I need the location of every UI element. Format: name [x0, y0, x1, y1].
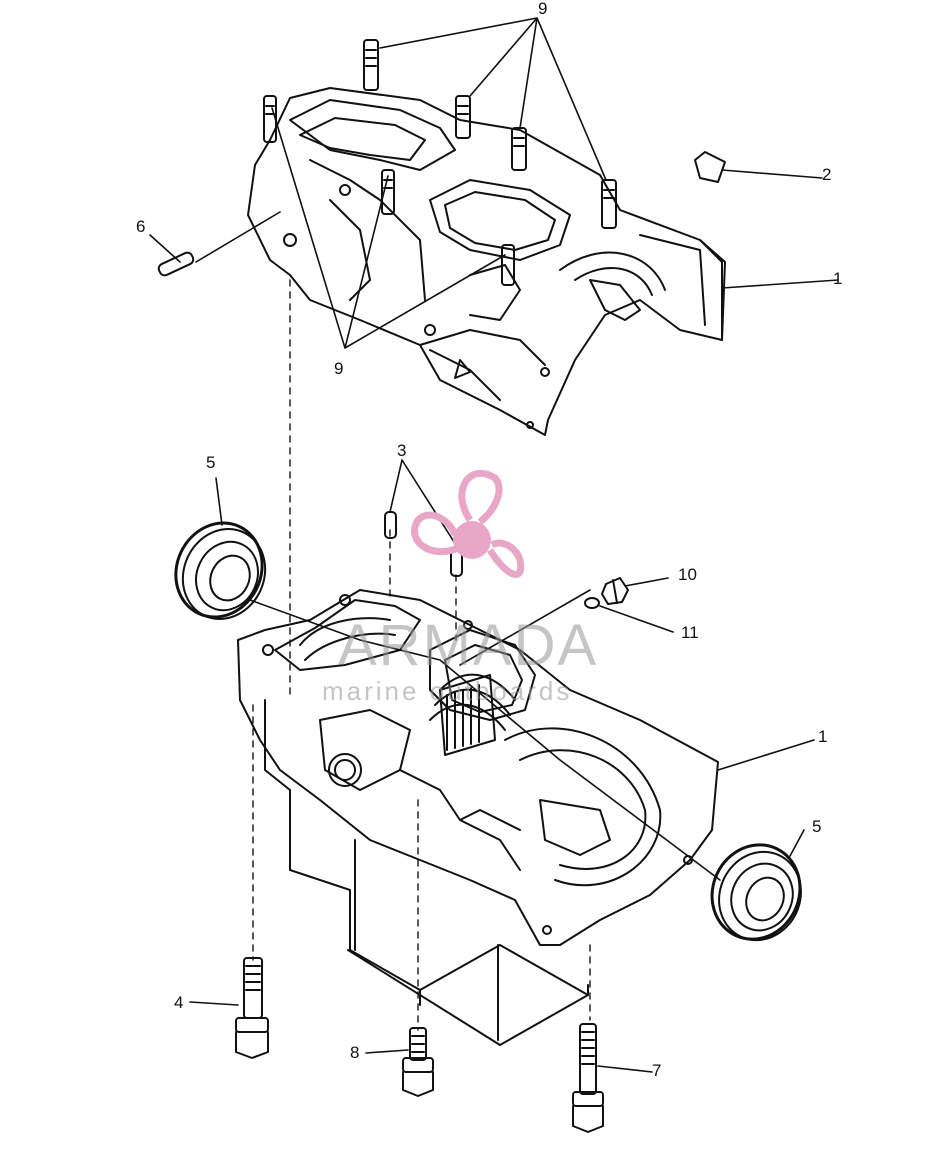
- callout-5-left: 5: [206, 453, 216, 472]
- oil-seal-right: [710, 843, 802, 942]
- lower-leader-lines: [189, 459, 815, 1073]
- cover-plate-2: [694, 151, 726, 183]
- callout-4: 4: [174, 993, 184, 1012]
- watermark-subtitle: marine outboards: [322, 676, 573, 706]
- alignment-lines: [252, 279, 591, 1031]
- callout-9-top: 9: [538, 0, 548, 18]
- callout-5-right: 5: [812, 817, 822, 836]
- studs-9: [263, 39, 617, 286]
- drain-plug-10: [601, 577, 629, 605]
- bolt-8: [402, 1027, 434, 1097]
- washer-11: [584, 597, 600, 609]
- callout-2: 2: [822, 165, 832, 184]
- upper-leader-lines: [149, 17, 839, 349]
- oil-seal-left: [174, 521, 267, 620]
- callout-3: 3: [397, 441, 407, 460]
- callout-1-lower: 1: [818, 727, 828, 746]
- crankshaft-gear: [439, 674, 496, 756]
- armada-logo-icon: [411, 469, 525, 578]
- bolt-4: [235, 957, 269, 1059]
- callout-7: 7: [652, 1061, 662, 1080]
- callout-8: 8: [350, 1043, 360, 1062]
- dowel-pin-3a: [384, 511, 397, 539]
- callout-1-upper: 1: [833, 269, 843, 288]
- callout-10: 10: [678, 565, 697, 584]
- upper-crankcase: [247, 87, 726, 436]
- dowel-pin-6: [157, 251, 195, 277]
- callout-9-bottom: 9: [334, 359, 344, 378]
- callout-11: 11: [681, 623, 699, 642]
- bolt-7: [572, 1023, 604, 1133]
- watermark-title: ARMADA: [338, 613, 599, 678]
- callout-6: 6: [136, 217, 146, 236]
